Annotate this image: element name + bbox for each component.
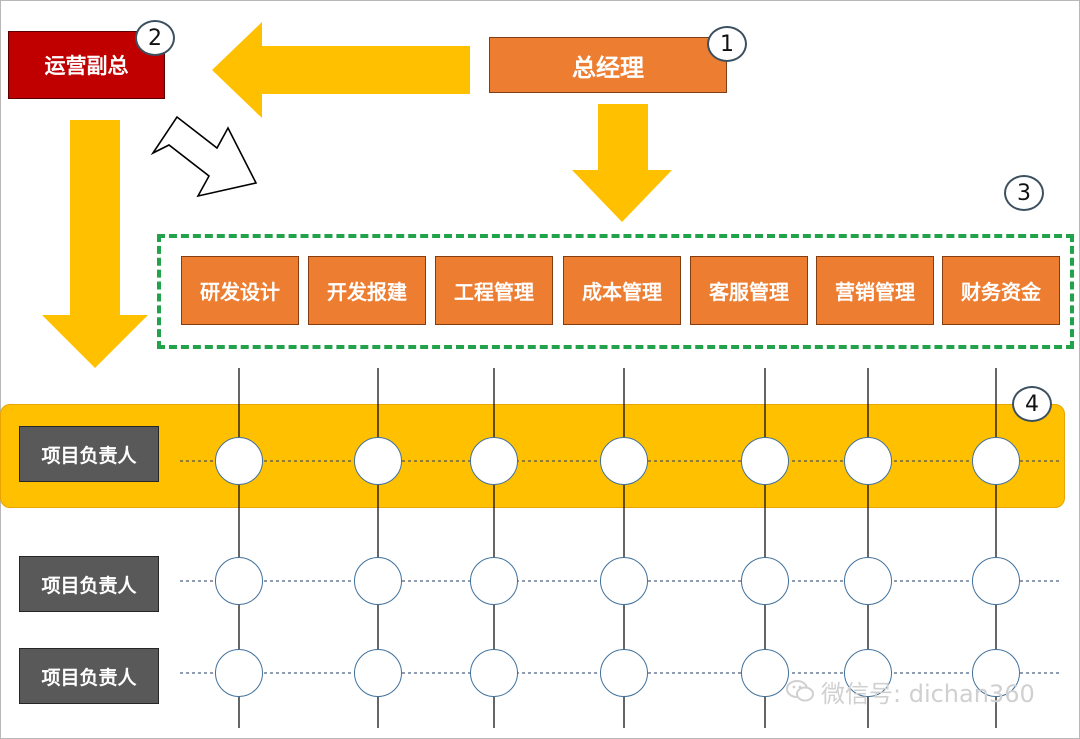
department-box: 研发设计	[181, 256, 299, 325]
project-lead-box: 项目负责人	[19, 426, 159, 482]
matrix-node	[354, 557, 402, 605]
matrix-node	[844, 557, 892, 605]
wechat-icon	[786, 680, 814, 702]
project-lead-label: 项目负责人	[41, 666, 137, 689]
matrix-node	[600, 649, 648, 697]
matrix-node	[354, 437, 402, 485]
arrow-gm-to-vp	[212, 22, 470, 118]
project-lead-box: 项目负责人	[19, 556, 159, 612]
department-label: 开发报建	[327, 280, 407, 304]
matrix-node	[470, 437, 518, 485]
matrix-node	[972, 557, 1020, 605]
department-box: 成本管理	[563, 256, 681, 325]
project-lead-label: 项目负责人	[41, 574, 137, 597]
matrix-node	[215, 437, 263, 485]
matrix-node	[972, 649, 1020, 697]
department-box: 客服管理	[690, 256, 808, 325]
department-box: 开发报建	[308, 256, 426, 325]
badge-4: 4	[1012, 386, 1052, 422]
department-label: 营销管理	[835, 280, 915, 304]
arrow-gm-to-departments	[572, 104, 672, 222]
watermark: 微信号: dichan360	[785, 676, 1035, 708]
matrix-node	[844, 649, 892, 697]
badge-1: 1	[707, 26, 747, 62]
arrow-vp-to-projects	[42, 120, 148, 368]
badge-2: 2	[135, 20, 175, 56]
project-lead-box: 项目负责人	[19, 648, 159, 704]
matrix-node	[470, 557, 518, 605]
department-box: 工程管理	[435, 256, 553, 325]
project-lead-label: 项目负责人	[41, 444, 137, 467]
matrix-node	[354, 649, 402, 697]
matrix-node	[844, 437, 892, 485]
matrix-node	[215, 649, 263, 697]
department-label: 财务资金	[961, 280, 1041, 304]
badge-3: 3	[1004, 175, 1044, 211]
matrix-node	[972, 437, 1020, 485]
department-label: 研发设计	[200, 280, 280, 304]
watermark-text: 微信号: dichan360	[821, 679, 1035, 708]
departments-frame	[157, 234, 1074, 349]
vice-president-label: 运营副总	[44, 54, 129, 78]
general-manager-box: 总经理	[489, 37, 727, 93]
matrix-node	[600, 557, 648, 605]
department-box: 营销管理	[816, 256, 934, 325]
matrix-node	[741, 437, 789, 485]
department-box: 财务资金	[942, 256, 1060, 325]
general-manager-label: 总经理	[572, 53, 644, 82]
department-label: 成本管理	[582, 280, 662, 304]
matrix-node	[215, 557, 263, 605]
matrix-node	[600, 437, 648, 485]
matrix-node	[470, 649, 518, 697]
matrix-node	[741, 649, 789, 697]
matrix-node	[741, 557, 789, 605]
arrow-vp-to-departments-outline	[150, 115, 258, 198]
department-label: 客服管理	[709, 280, 789, 304]
department-label: 工程管理	[454, 280, 534, 304]
vice-president-box: 运营副总	[8, 31, 165, 99]
